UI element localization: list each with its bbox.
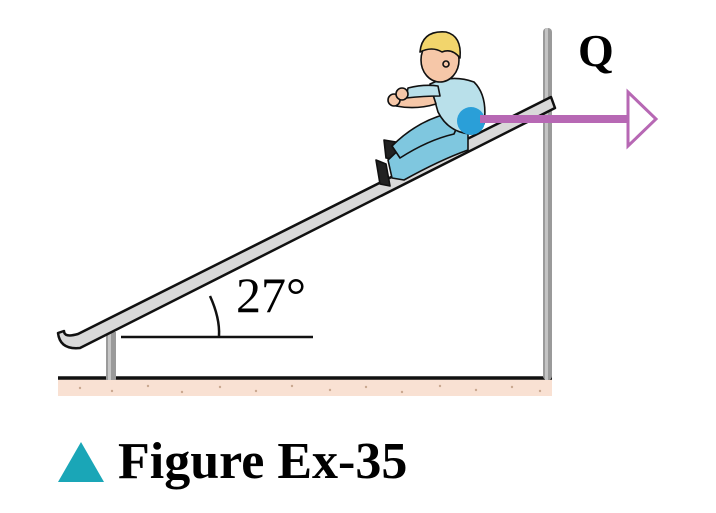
ground (58, 376, 552, 396)
vertical-post (543, 28, 552, 380)
force-label-q: Q (578, 25, 614, 76)
angle-arc (208, 295, 221, 337)
child-figure-icon (375, 31, 486, 187)
slide-ramp (56, 95, 557, 350)
caption-text: Figure Ex-35 (118, 433, 408, 490)
figure-caption: Figure Ex-35 (58, 436, 407, 488)
slide-support-leg (106, 332, 116, 380)
contact-point (457, 107, 485, 135)
angle-label: 27° (236, 267, 306, 323)
triangle-marker-icon (58, 442, 104, 482)
force-arrow-q (480, 88, 659, 150)
